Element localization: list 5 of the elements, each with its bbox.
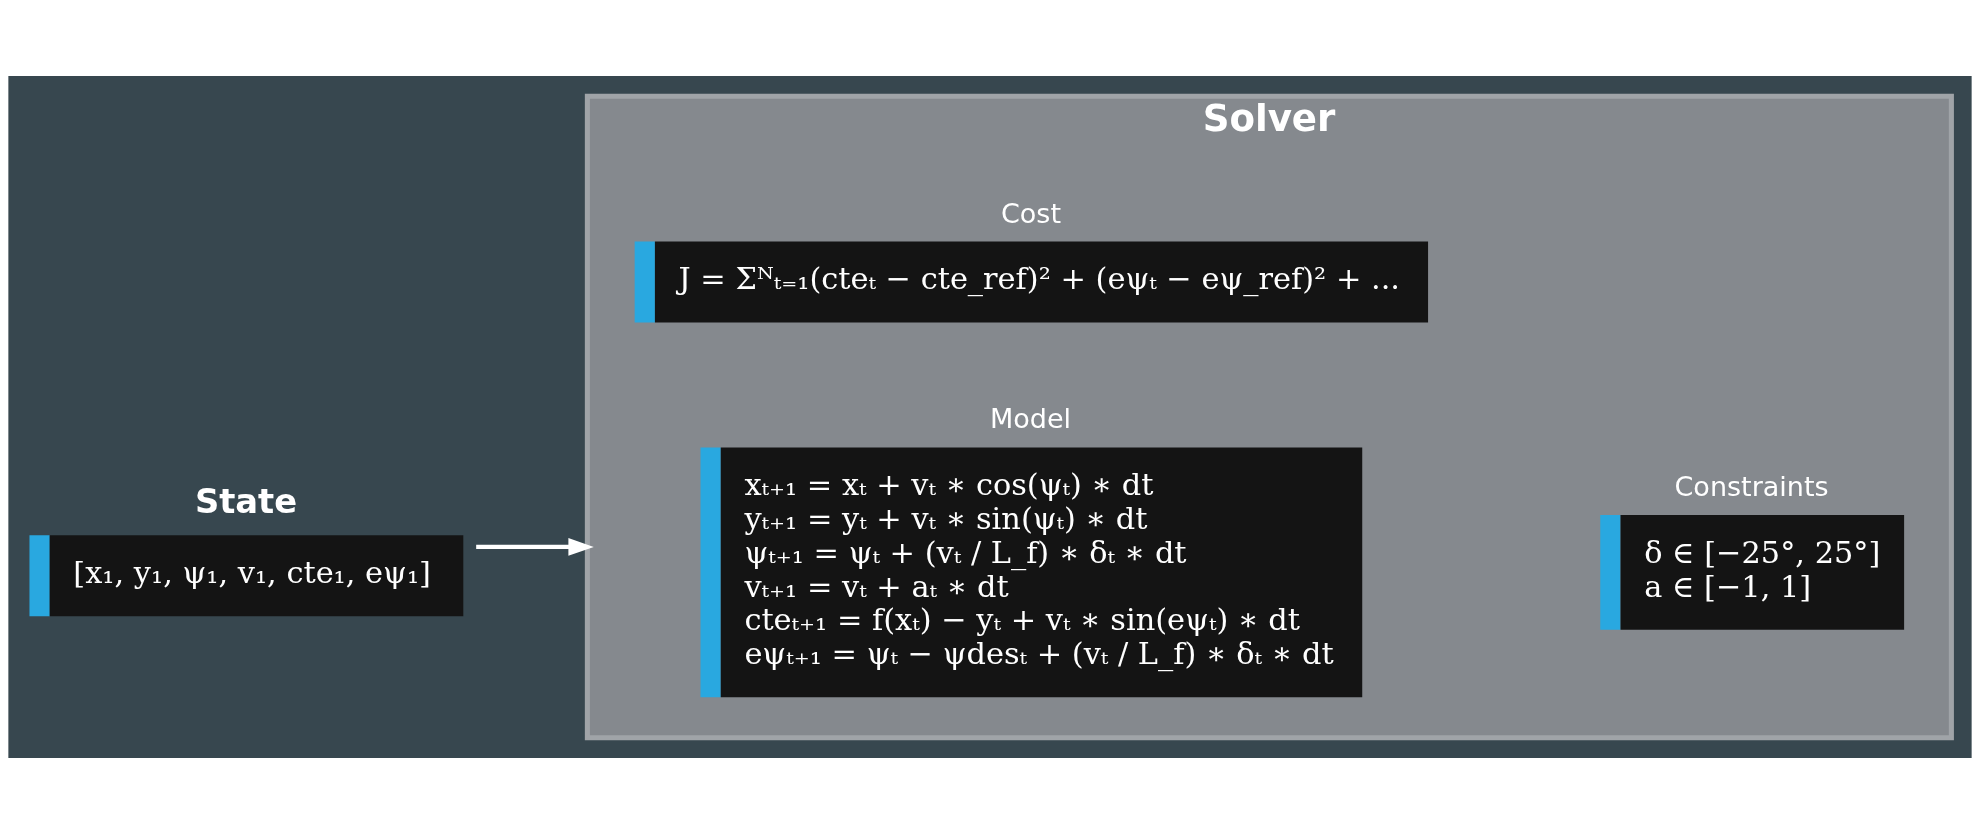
arrow [476, 538, 594, 556]
node-label: Model [990, 403, 1072, 435]
node-label: Cost [1000, 197, 1061, 229]
node-label: State [194, 482, 298, 522]
node-label: Constraints [1674, 471, 1829, 502]
